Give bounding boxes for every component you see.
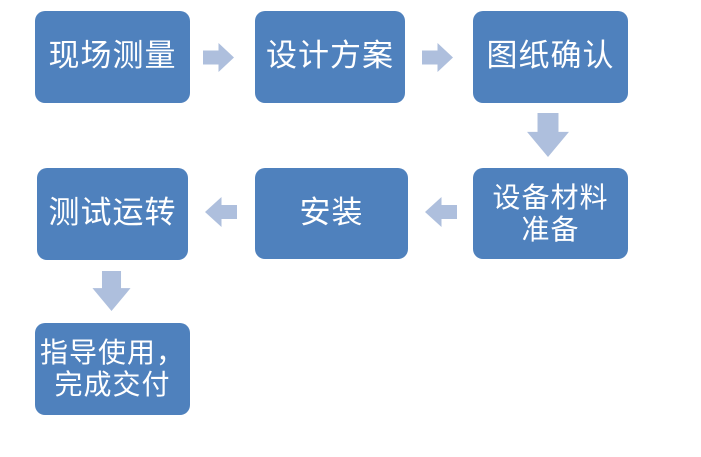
flow-node-site-measurement: 现场测量 (35, 11, 190, 103)
arrow-right-icon (422, 43, 453, 72)
node-label: 准备 (521, 212, 580, 246)
node-label: 安装 (299, 194, 364, 231)
node-label: 现场测量 (48, 38, 177, 75)
flow-node-design-plan: 设计方案 (255, 11, 405, 103)
node-label: 设计方案 (266, 38, 394, 75)
flow-node-drawing-confirmation: 图纸确认 (473, 11, 628, 103)
arrow-down-icon (92, 271, 131, 311)
flow-node-equipment-preparation: 设备材料 准备 (473, 168, 628, 259)
node-label: 设备材料 (492, 180, 609, 214)
arrow-left-icon (205, 197, 237, 227)
arrow-down-icon (527, 113, 569, 157)
node-label: 指导使用， (39, 336, 185, 370)
node-label: 完成交付 (54, 368, 171, 401)
flow-node-installation: 安装 (255, 168, 408, 259)
arrow-right-icon (203, 43, 234, 72)
flow-node-test-operation: 测试运转 (37, 168, 188, 260)
node-label: 图纸确认 (486, 38, 615, 75)
node-label: 测试运转 (48, 195, 177, 232)
flow-node-delivery: 指导使用， 完成交付 (35, 323, 190, 415)
arrow-left-icon (425, 197, 457, 227)
